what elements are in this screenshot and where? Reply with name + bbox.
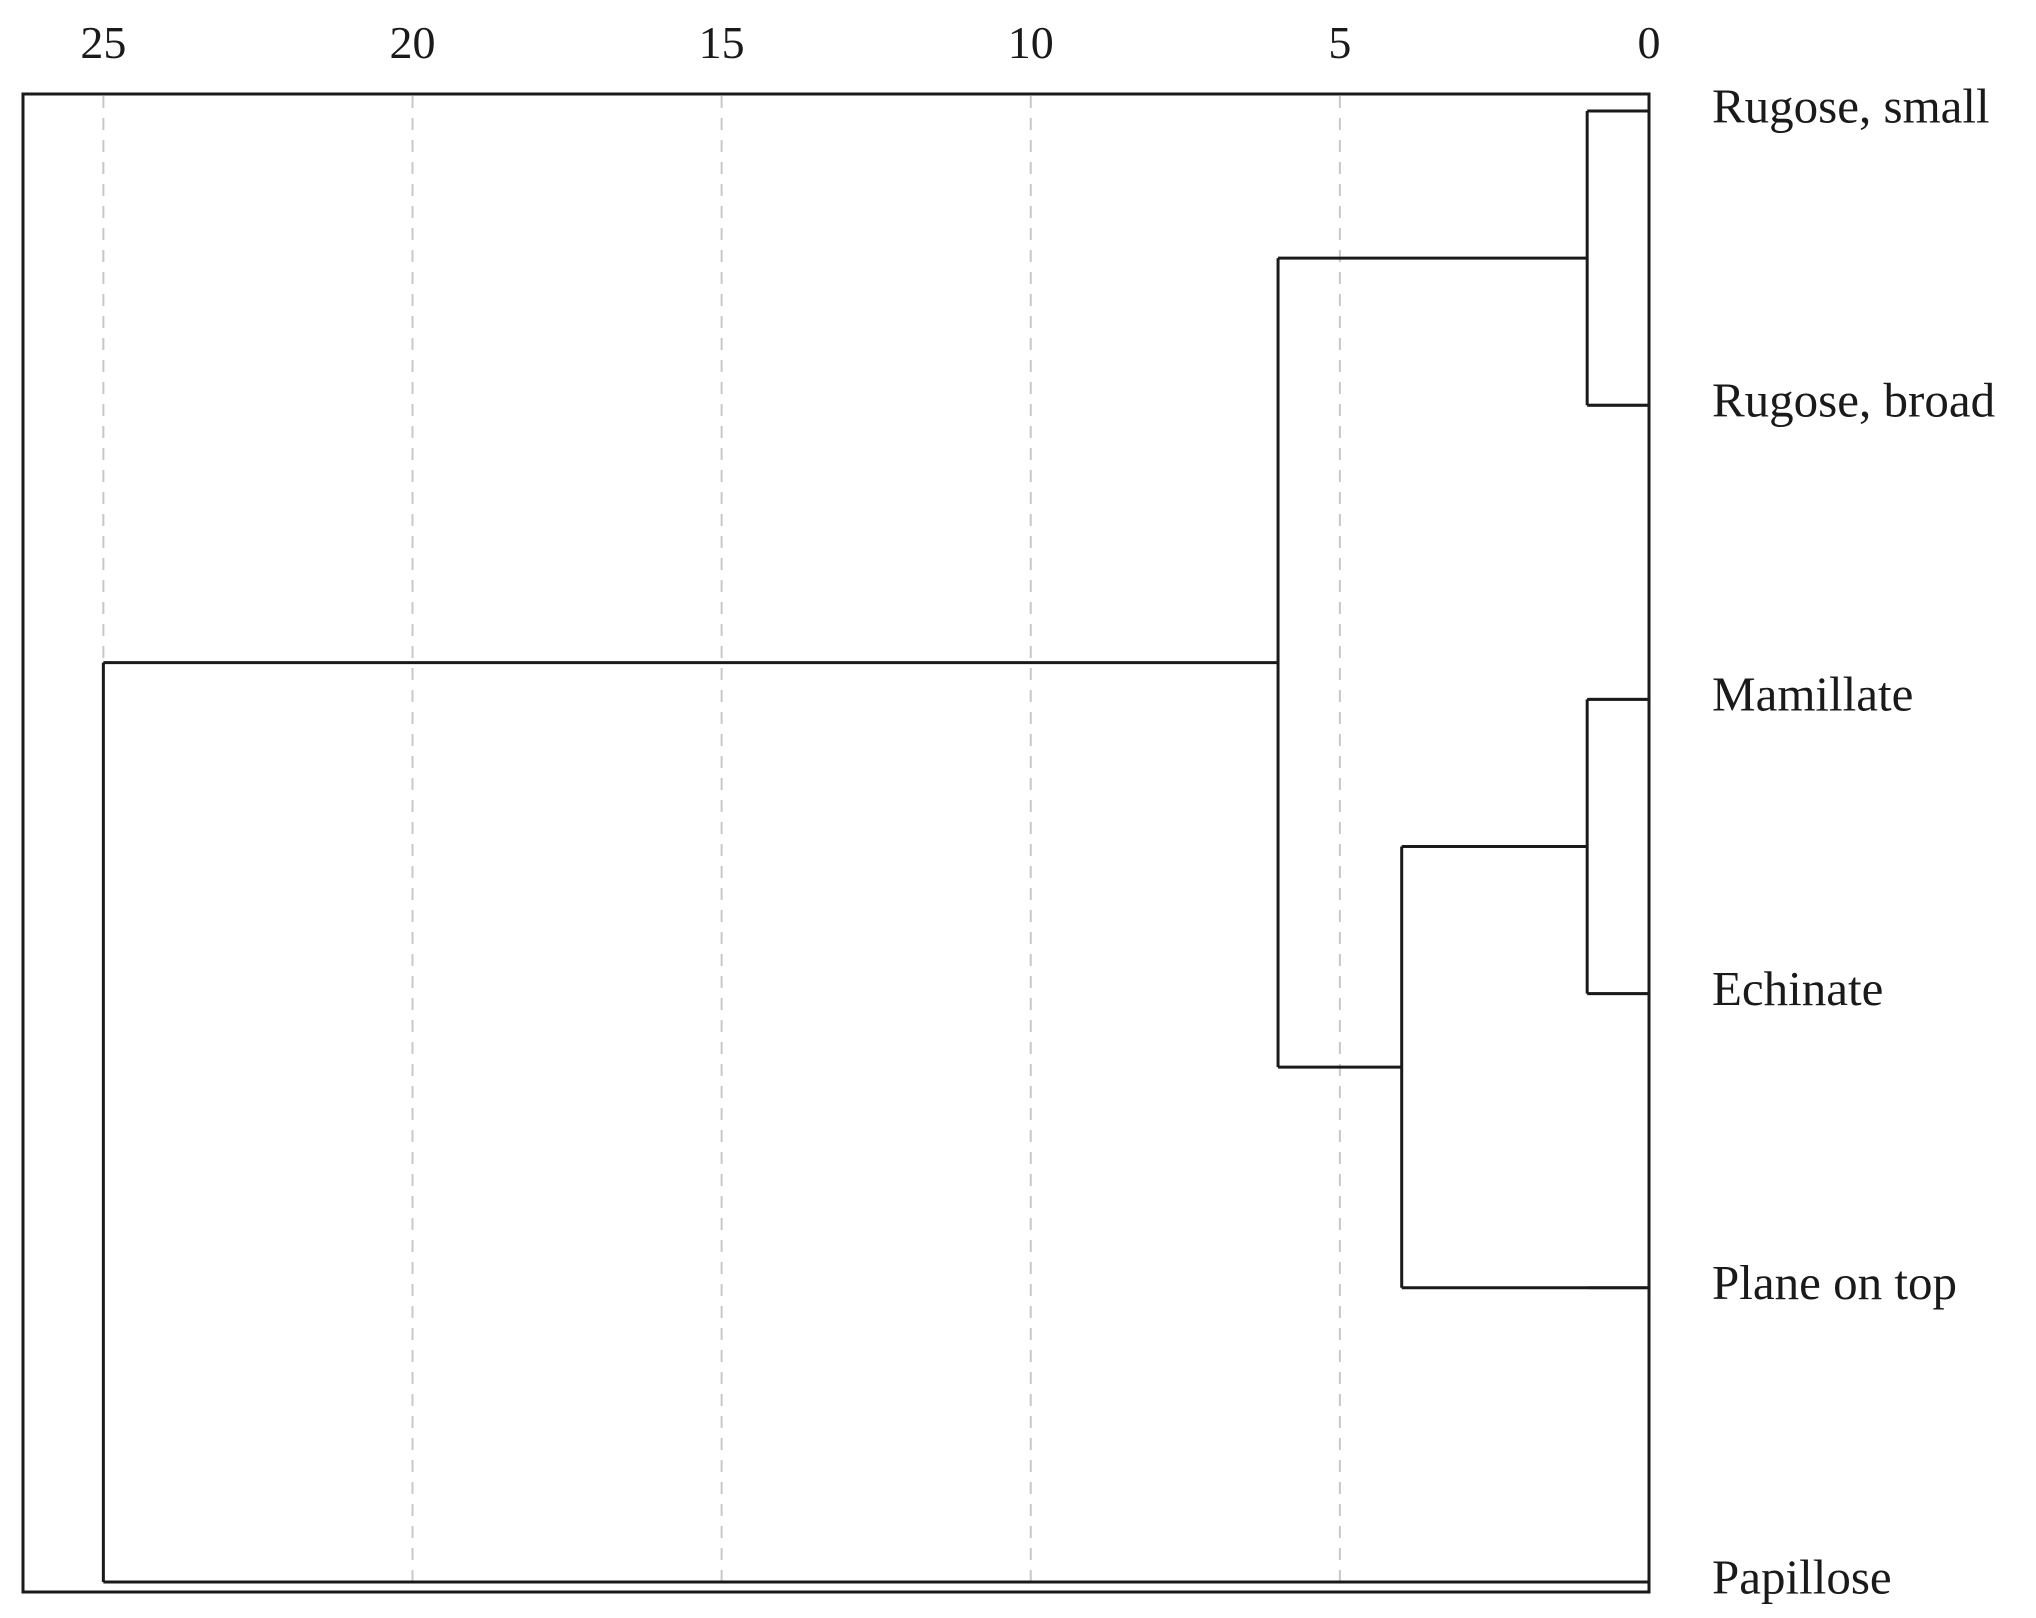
tick-label-0: 0 <box>1638 17 1661 68</box>
dendrogram-links <box>101 109 1649 1584</box>
leaf-label-echinate: Echinate <box>1712 961 1883 1016</box>
leaf-stubs <box>1589 109 1649 1584</box>
tick-label-5: 5 <box>1328 17 1351 68</box>
leaf-label-mamillate: Mamillate <box>1712 667 1913 722</box>
leaf-label-rugose-small: Rugose, small <box>1712 78 1990 133</box>
leaf-label-rugose-broad: Rugose, broad <box>1712 372 1995 427</box>
leaf-label-papillose: Papillose <box>1712 1549 1892 1604</box>
tick-label-15: 15 <box>699 17 745 68</box>
axis-ticks: 25 20 15 10 5 0 <box>80 17 1660 68</box>
tick-label-20: 20 <box>389 17 435 68</box>
gridlines <box>102 96 1341 1590</box>
leaf-label-plane-on-top: Plane on top <box>1712 1255 1957 1310</box>
tick-label-10: 10 <box>1008 17 1054 68</box>
plot-frame <box>21 92 1651 1594</box>
tick-label-25: 25 <box>80 17 126 68</box>
